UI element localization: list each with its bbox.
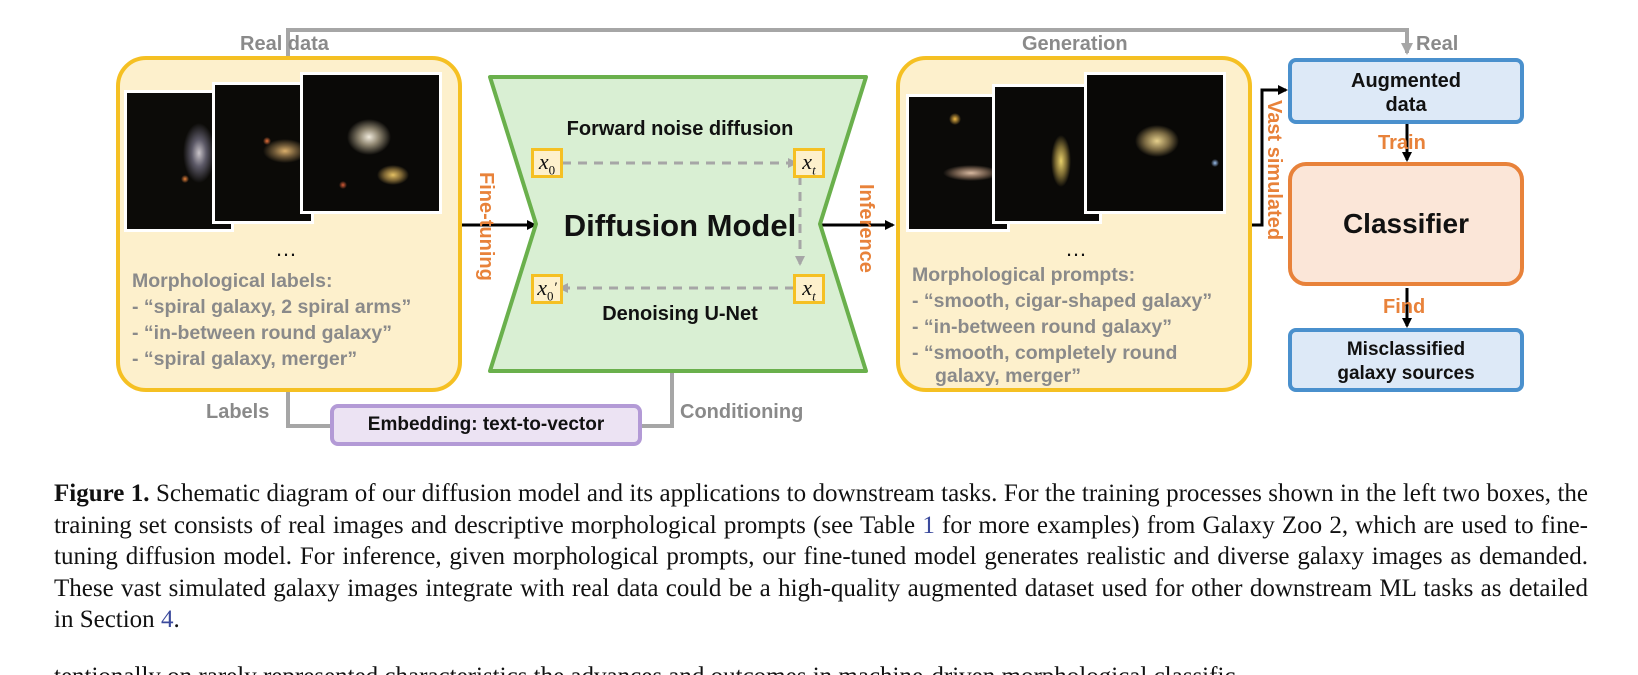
augmented-line-1: Augmented [1351,70,1461,92]
x0-token-var: x [538,149,549,174]
diagram-connectors [286,28,1413,428]
x0p-token-prime: ′ [553,280,557,296]
table-reference-link[interactable]: 1 [922,511,935,539]
xt-token-var: x [802,149,813,174]
real-data-flow-line [286,28,1413,56]
real-label-item: - “in-between round galaxy” [132,322,393,344]
real-panel-heading: Morphological labels: [132,270,333,292]
prompt-item: - “smooth, cigar-shaped galaxy” [912,290,1213,312]
prompt-item: galaxy, merger” [935,365,1081,387]
forward-noise-label: Forward noise diffusion [566,118,794,140]
generated-panel-heading: Morphological prompts: [912,264,1136,286]
caption-text-3: . [173,606,180,633]
fine-tuning-label: Fine-tuning [475,172,497,281]
labels-label: Labels [206,401,270,423]
xt-token-top: xt [793,148,825,178]
generated-panel-ellipsis: … [1065,236,1087,261]
augmented-line-2: data [1385,94,1427,116]
vast-simulated-label: Vast simulated [1263,100,1285,241]
body-text-partial-line: tentionally on rarely represented charac… [54,664,1588,675]
caption-text-1: Schematic diagram of our diffusion model… [54,480,1588,539]
x0-token: x0 [531,148,563,178]
real-label-item: - “spiral galaxy, merger” [132,348,358,370]
misclassified-box: Misclassified galaxy sources [1288,328,1524,392]
caption-text-2: for more examples) from Galaxy Zoo 2, wh… [54,511,1588,634]
denoising-unet-label: Denoising U-Net [602,303,758,325]
diffusion-model-shape [488,75,868,373]
real-label-item: - “spiral galaxy, 2 spiral arms” [132,296,412,318]
augmented-data-box: Augmented data [1288,58,1524,124]
figure-caption: Figure 1. Schematic diagram of our diffu… [54,478,1588,636]
real-galaxy-image-2 [212,82,314,224]
generated-galaxy-image-3 [1084,72,1226,214]
x0p-token-sub: 0 [546,288,554,304]
x0-prime-token: x0′ [531,274,563,304]
body-text-line: tentionally on rarely represented charac… [54,664,1588,675]
xt-token-sub: t [812,288,816,304]
train-label: Train [1378,132,1426,154]
generated-galaxy-image-2 [992,84,1102,224]
classifier-box: Classifier [1288,162,1524,286]
generation-label: Generation [1022,33,1128,55]
misclassified-line-1: Misclassified [1346,339,1466,360]
labels-flow-line [286,392,330,428]
xt-token-var: x [802,275,813,300]
real-data-label: Real data [240,33,329,55]
embedding-label: Embedding: text-to-vector [367,414,605,435]
classifier-label: Classifier [1342,208,1470,239]
find-label: Find [1383,296,1426,318]
figure-label: Figure 1. [54,480,150,507]
vast-simulated-arrow [1252,85,1288,227]
x0-token-sub: 0 [548,162,556,178]
misclassified-line-2: galaxy sources [1337,363,1475,384]
diffusion-model-title: Diffusion Model [563,208,797,243]
prompt-item: - “smooth, completely round [912,342,1178,364]
real-galaxy-image-3 [300,72,442,214]
xt-token-bottom: xt [793,274,825,304]
real-panel-ellipsis: … [275,236,297,261]
xt-token-sub: t [812,162,816,178]
conditioning-label: Conditioning [680,401,804,423]
x0p-token-var: x [537,275,547,300]
section-reference-link[interactable]: 4 [160,606,174,633]
inference-label: Inference [855,184,877,273]
real-target-label: Real [1416,33,1459,55]
prompt-item: - “in-between round galaxy” [912,316,1173,338]
embedding-box: Embedding: text-to-vector [330,404,642,446]
